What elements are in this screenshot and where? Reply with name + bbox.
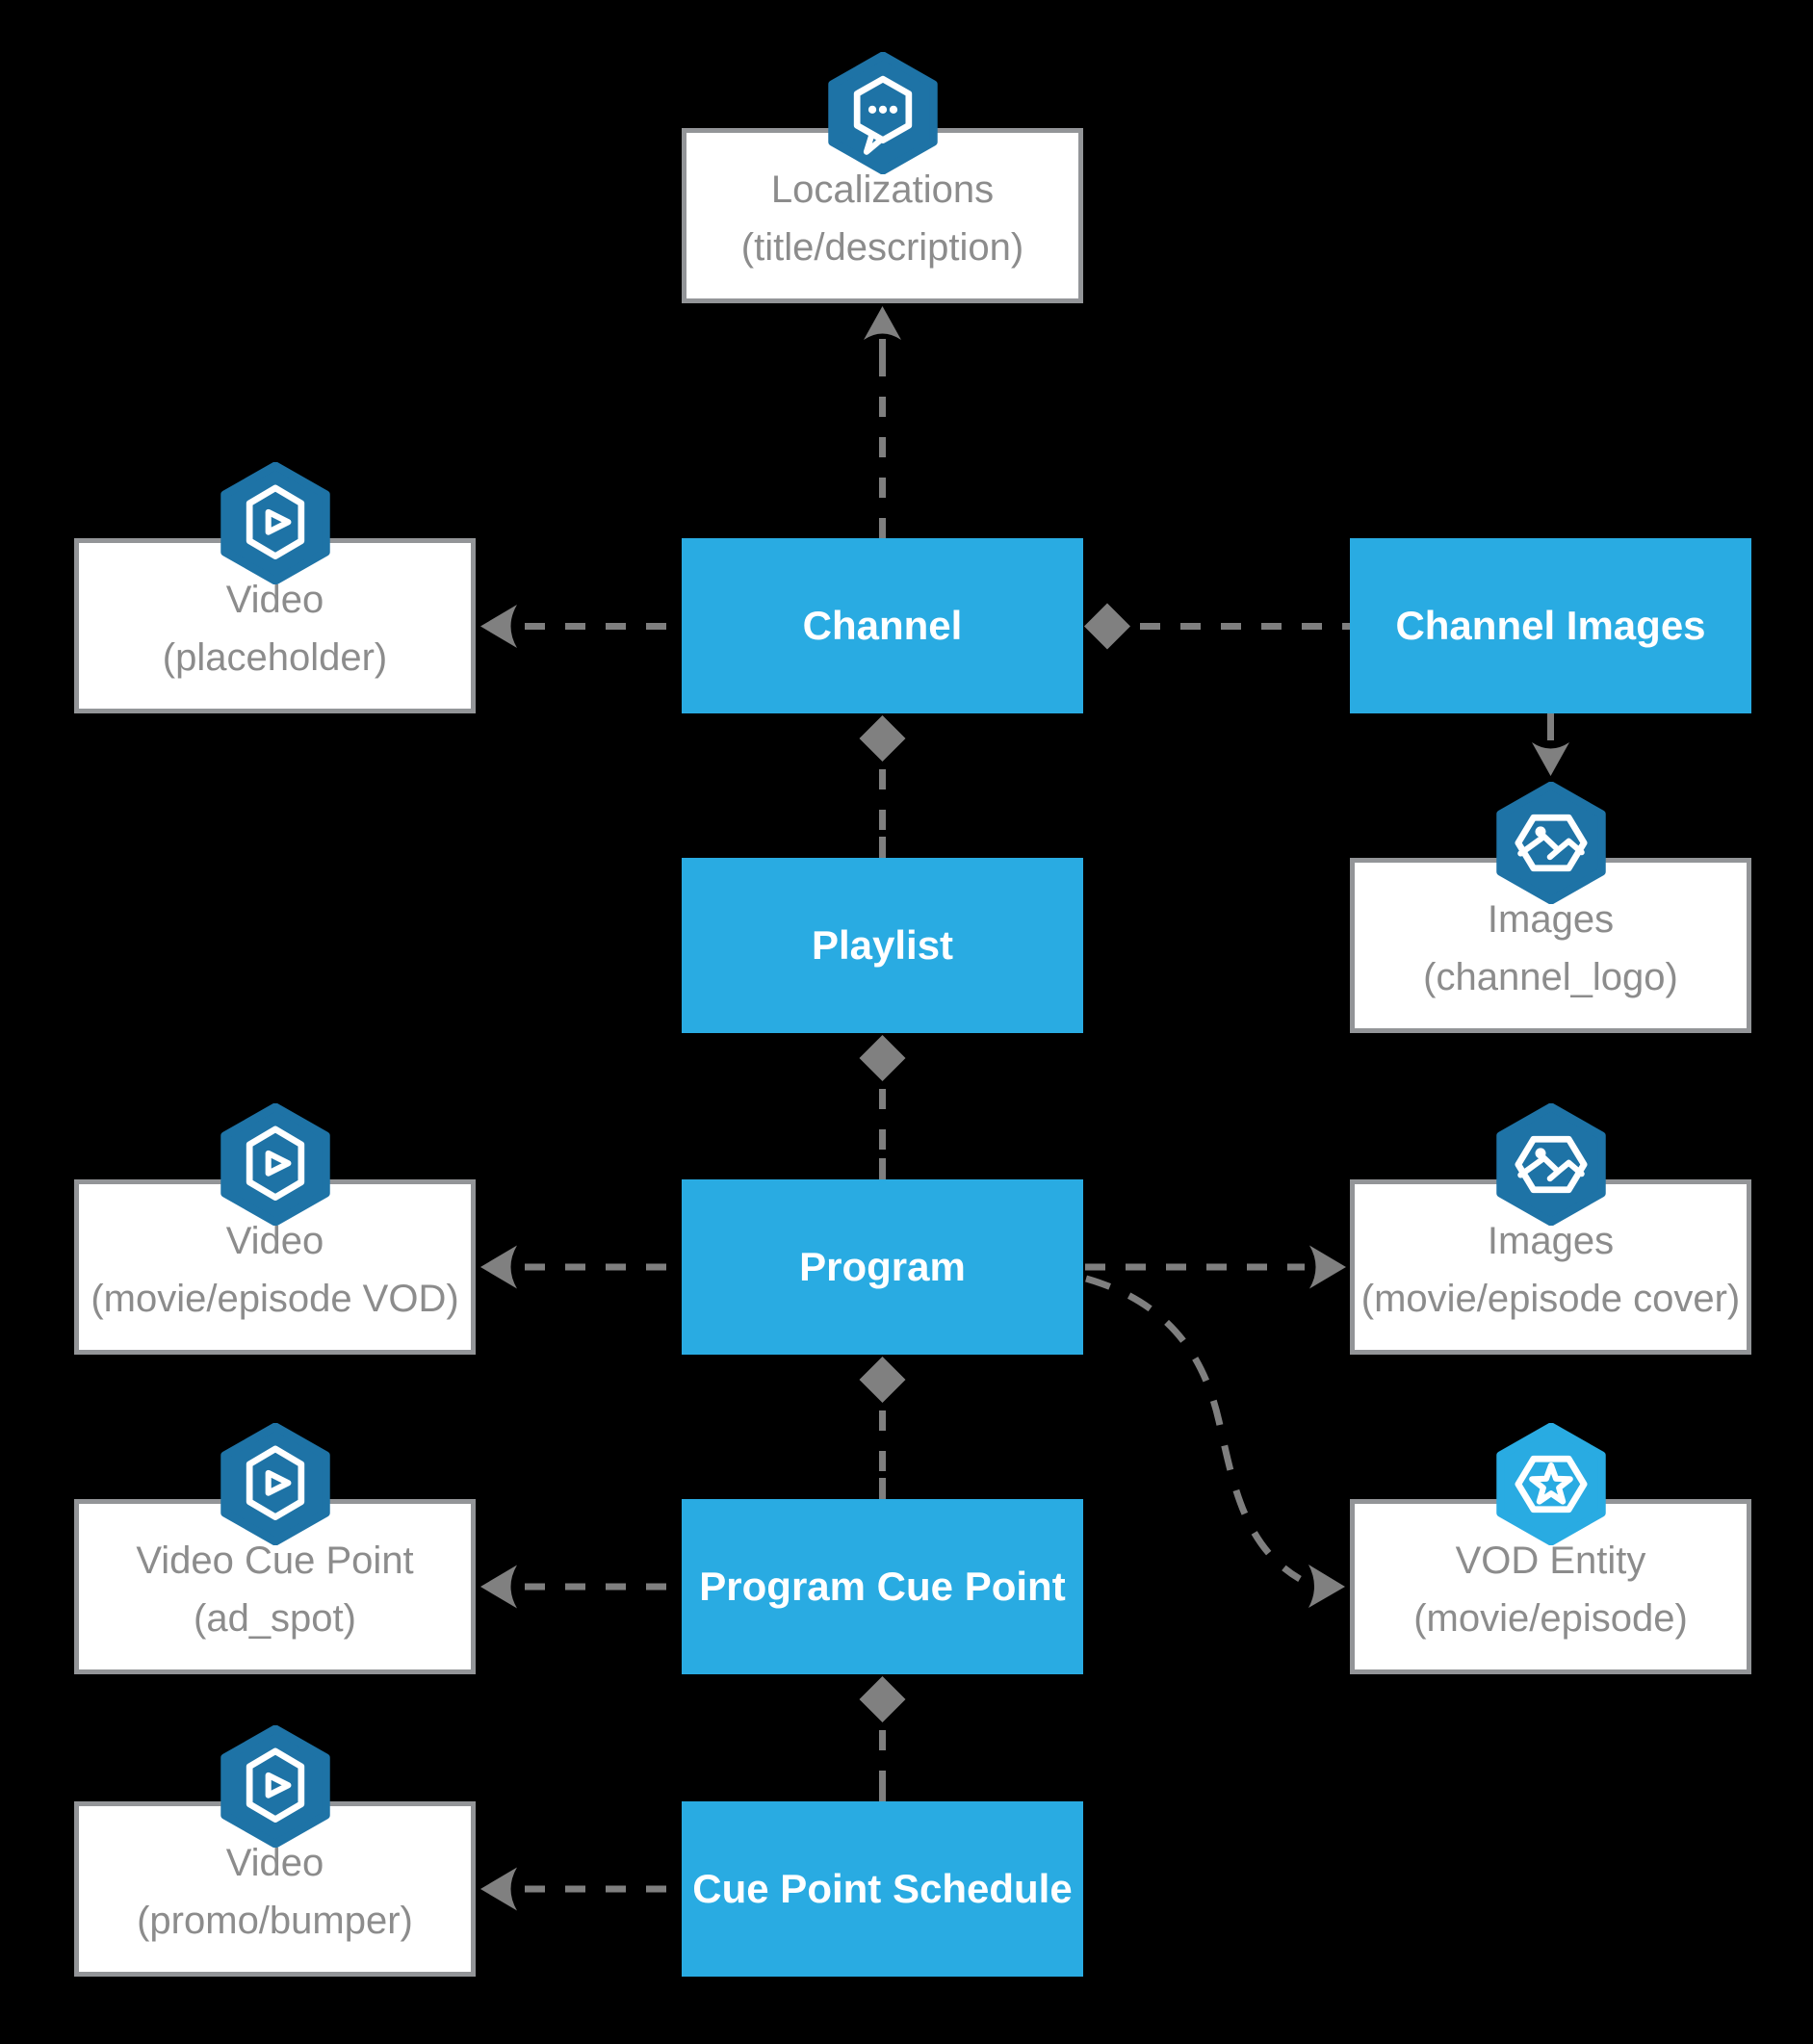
video-icon <box>217 1423 334 1545</box>
node-vod-entity: VOD Entity (movie/episode) <box>1350 1423 1751 1674</box>
node-channel: Channel <box>682 538 1083 713</box>
node-program: Program <box>682 1179 1083 1355</box>
node-label: Cue Point Schedule <box>692 1866 1073 1911</box>
node-program-cue-point: Program Cue Point <box>682 1499 1083 1674</box>
aggregation-diamond <box>859 715 906 762</box>
edge-program-cue-point-to-video-cue-point <box>480 1565 682 1609</box>
arrowhead-down <box>1532 742 1569 776</box>
edge-program-to-video-vod <box>480 1245 682 1289</box>
edge-channel-images-to-channel <box>1084 603 1350 650</box>
node-label-line2: (promo/bumper) <box>137 1900 413 1942</box>
edge-channel-to-localizations <box>864 306 901 538</box>
arrowhead-up <box>864 306 901 340</box>
node-label-line1: VOD Entity <box>1455 1539 1646 1582</box>
node-label-line2: (placeholder) <box>162 636 388 679</box>
aggregation-diamond <box>1084 603 1130 650</box>
node-label-line2: (movie/episode cover) <box>1360 1278 1741 1320</box>
image-icon <box>1492 782 1610 904</box>
aggregation-diamond <box>859 1676 906 1722</box>
node-label-line1: Images <box>1487 898 1615 941</box>
edge-cue-point-schedule-to-program-cue-point <box>859 1676 906 1801</box>
node-video-cue-point: Video Cue Point (ad_spot) <box>74 1423 476 1674</box>
edge-playlist-to-channel <box>859 715 906 858</box>
arrowhead-left <box>480 1245 517 1289</box>
edge-program-to-images-cover <box>1085 1245 1346 1289</box>
node-video-vod: Video (movie/episode VOD) <box>74 1103 476 1355</box>
image-icon <box>1492 1103 1610 1226</box>
node-label-line1: Video <box>225 1220 324 1262</box>
edge-program-to-playlist <box>859 1035 906 1179</box>
aggregation-diamond <box>859 1357 906 1403</box>
video-icon <box>217 462 334 584</box>
node-localizations: Localizations (title/description) <box>682 52 1083 303</box>
arrowhead-left <box>480 1565 517 1609</box>
node-label-line2: (movie/episode VOD) <box>91 1278 459 1320</box>
node-label: Channel <box>802 603 963 648</box>
chat-icon <box>824 52 942 174</box>
node-label-line2: (ad_spot) <box>194 1597 356 1640</box>
node-label-line1: Video <box>225 579 324 621</box>
aggregation-diamond <box>859 1035 906 1081</box>
node-label: Channel Images <box>1395 603 1706 648</box>
node-label-line1: Video <box>225 1842 324 1884</box>
node-images-channel-logo: Images (channel_logo) <box>1350 782 1751 1033</box>
node-label: Playlist <box>811 922 954 968</box>
node-label-line1: Images <box>1487 1220 1615 1262</box>
node-channel-images: Channel Images <box>1350 538 1751 713</box>
edge-program-to-vod-entity <box>1085 1275 1345 1608</box>
node-label-line2: (channel_logo) <box>1423 956 1678 998</box>
arrowhead-left <box>480 1867 517 1911</box>
node-video-promo: Video (promo/bumper) <box>74 1725 476 1977</box>
node-label-line1: Localizations <box>770 168 995 211</box>
arrowhead-right <box>1309 1245 1346 1289</box>
arrowhead-left <box>480 605 517 648</box>
node-playlist: Playlist <box>682 858 1083 1033</box>
edge-program-cue-point-to-program <box>859 1357 906 1499</box>
node-label-line2: (title/description) <box>740 226 1024 269</box>
arrowhead-right <box>1308 1565 1345 1608</box>
node-video-placeholder: Video (placeholder) <box>74 462 476 713</box>
node-label-line1: Video Cue Point <box>136 1539 414 1582</box>
node-images-cover: Images (movie/episode cover) <box>1350 1103 1751 1355</box>
node-cue-point-schedule: Cue Point Schedule <box>682 1801 1083 1977</box>
node-label: Program Cue Point <box>699 1564 1066 1609</box>
video-icon <box>217 1103 334 1226</box>
edge-cue-point-schedule-to-video-promo <box>480 1867 682 1911</box>
video-icon <box>217 1725 334 1848</box>
star-icon <box>1492 1423 1610 1545</box>
edge-channel-images-to-images-logo <box>1532 713 1569 776</box>
node-label-line2: (movie/episode) <box>1413 1597 1688 1640</box>
node-label: Program <box>799 1244 966 1289</box>
edge-channel-to-video-placeholder <box>480 605 682 648</box>
